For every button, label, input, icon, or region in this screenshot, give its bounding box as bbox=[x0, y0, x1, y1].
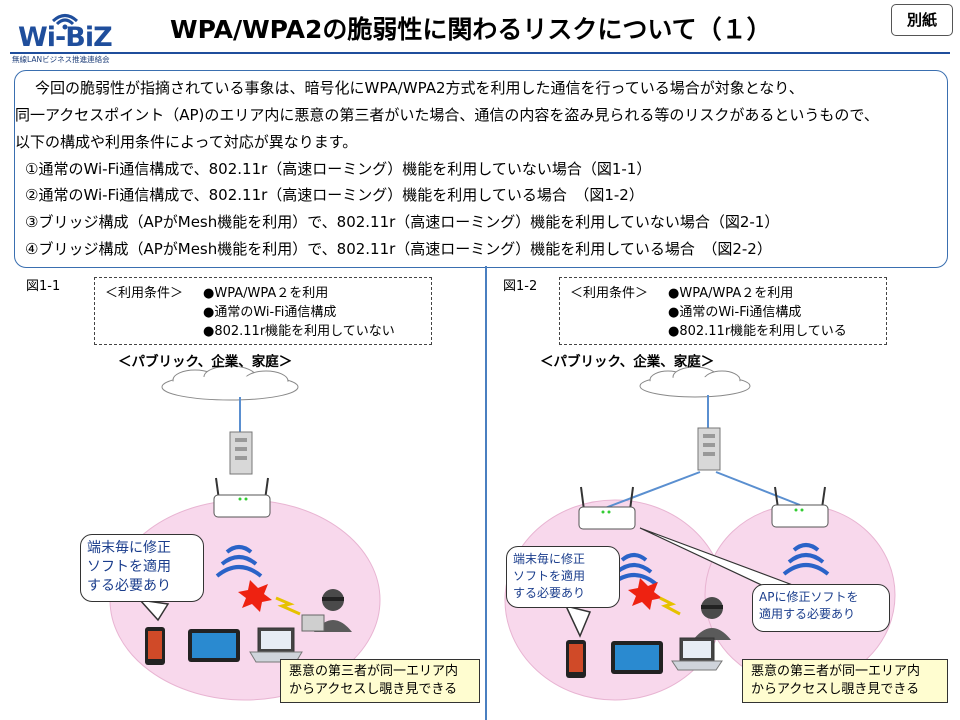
patch-devices-callout: 端末毎に修正 ソフトを適用 する必要あり bbox=[506, 546, 620, 608]
condition-item: ●WPA/WPA２を利用 bbox=[203, 286, 329, 301]
conditions-heading: ＜利用条件＞ bbox=[105, 286, 184, 301]
smartphone-icon bbox=[145, 627, 165, 665]
laptop-icon bbox=[671, 637, 723, 671]
annex-badge: 別紙 bbox=[891, 4, 953, 36]
figure-label: 図1-1 bbox=[26, 279, 61, 294]
patch-ap-callout: APに修正ソフトを 適用する必要あり bbox=[752, 584, 890, 632]
link-line bbox=[604, 471, 701, 509]
router-icon bbox=[697, 427, 721, 471]
signal-waves-icon bbox=[782, 543, 830, 576]
callout-line: ソフトを適用 bbox=[513, 569, 586, 583]
wibiz-logo: Wi-BiZ 無線LANビジネス推進連絡会 bbox=[10, 8, 130, 64]
intro-line: 以下の構成や利用条件によって対応が異なります。 bbox=[15, 133, 358, 151]
usage-conditions-box: ＜利用条件＞ ●WPA/WPA２を利用 ●通常のWi-Fi通信構成 ●802.1… bbox=[94, 277, 432, 345]
intro-box: 今回の脆弱性が指摘されている事象は、暗号化にWPA/WPA2方式を利用した通信を… bbox=[14, 70, 948, 268]
wifi-signal-icon bbox=[51, 14, 79, 30]
lightning-icon bbox=[275, 596, 301, 616]
figure-label: 図1-2 bbox=[503, 279, 538, 294]
condition-item: ●通常のWi-Fi通信構成 bbox=[203, 305, 337, 320]
callout-line: する必要あり bbox=[87, 578, 171, 594]
risk-note: 悪意の第三者が同一エリア内 からアクセスし覗き見できる bbox=[280, 659, 480, 703]
page-title: WPA/WPA2の脆弱性に関わるリスクについて（１） bbox=[170, 15, 772, 44]
condition-item: ●WPA/WPA２を利用 bbox=[668, 286, 794, 301]
access-point-icon bbox=[213, 477, 271, 518]
conditions-heading: ＜利用条件＞ bbox=[570, 286, 649, 301]
intro-line: 同一アクセスポイント（AP)のエリア内に悪意の第三者がいた場合、通信の内容を盗み… bbox=[15, 106, 879, 124]
tablet-icon bbox=[188, 629, 240, 662]
venue-label: ＜パブリック、企業、家庭＞ bbox=[540, 354, 715, 370]
access-point-icon bbox=[771, 486, 829, 528]
patch-devices-callout: 端末毎に修正 ソフトを適用 する必要あり bbox=[80, 534, 204, 602]
intro-list-item: ④ブリッジ構成（APがMesh機能を利用）で、802.11r（高速ローミング）機… bbox=[25, 240, 772, 258]
intro-list-item: ③ブリッジ構成（APがMesh機能を利用）で、802.11r（高速ローミング）機… bbox=[25, 213, 780, 231]
note-line: からアクセスし覗き見できる bbox=[751, 682, 920, 697]
attack-burst-icon bbox=[238, 580, 272, 612]
intro-list-item: ①通常のWi-Fi通信構成で、802.11r（高速ローミング）機能を利用していな… bbox=[25, 160, 652, 178]
callout-line: する必要あり bbox=[513, 586, 586, 600]
condition-item: ●802.11r機能を利用していない bbox=[203, 324, 395, 339]
usage-conditions-box: ＜利用条件＞ ●WPA/WPA２を利用 ●通常のWi-Fi通信構成 ●802.1… bbox=[559, 277, 887, 345]
logo-subtitle: 無線LANビジネス推進連絡会 bbox=[12, 55, 110, 64]
router-icon bbox=[229, 431, 253, 475]
smartphone-icon bbox=[566, 640, 586, 678]
link-line bbox=[715, 471, 801, 506]
intro-list-item: ②通常のWi-Fi通信構成で、802.11r（高速ローミング）機能を利用している… bbox=[25, 186, 644, 204]
callout-line: 端末毎に修正 bbox=[87, 540, 171, 556]
note-line: 悪意の第三者が同一エリア内 bbox=[751, 664, 921, 679]
attacker-icon bbox=[693, 597, 731, 640]
figure-divider bbox=[485, 266, 487, 720]
laptop-icon bbox=[249, 627, 303, 663]
access-point-icon bbox=[578, 486, 636, 530]
callout-tail bbox=[138, 598, 170, 622]
attacker-icon bbox=[301, 589, 352, 632]
cloud-icon bbox=[161, 365, 299, 401]
note-line: 悪意の第三者が同一エリア内 bbox=[289, 664, 459, 679]
attack-burst-icon bbox=[628, 578, 662, 610]
callout-line: 適用する必要あり bbox=[759, 607, 856, 621]
venue-label: ＜パブリック、企業、家庭＞ bbox=[118, 354, 293, 370]
intro-line: 今回の脆弱性が指摘されている事象は、暗号化にWPA/WPA2方式を利用した通信を… bbox=[35, 79, 804, 97]
logo-word: Wi-BiZ bbox=[18, 22, 113, 53]
signal-waves-icon bbox=[215, 545, 263, 578]
condition-item: ●802.11r機能を利用している bbox=[668, 324, 847, 339]
condition-item: ●通常のWi-Fi通信構成 bbox=[668, 305, 802, 320]
callout-tail bbox=[564, 604, 592, 638]
cloud-icon bbox=[639, 366, 751, 398]
callout-line: APに修正ソフトを bbox=[759, 590, 859, 604]
lightning-icon bbox=[659, 596, 681, 616]
tablet-icon bbox=[611, 641, 663, 674]
callout-line: ソフトを適用 bbox=[87, 559, 171, 575]
note-line: からアクセスし覗き見できる bbox=[289, 682, 458, 697]
callout-line: 端末毎に修正 bbox=[513, 552, 586, 566]
title-underline bbox=[10, 52, 950, 54]
risk-note: 悪意の第三者が同一エリア内 からアクセスし覗き見できる bbox=[742, 659, 948, 703]
